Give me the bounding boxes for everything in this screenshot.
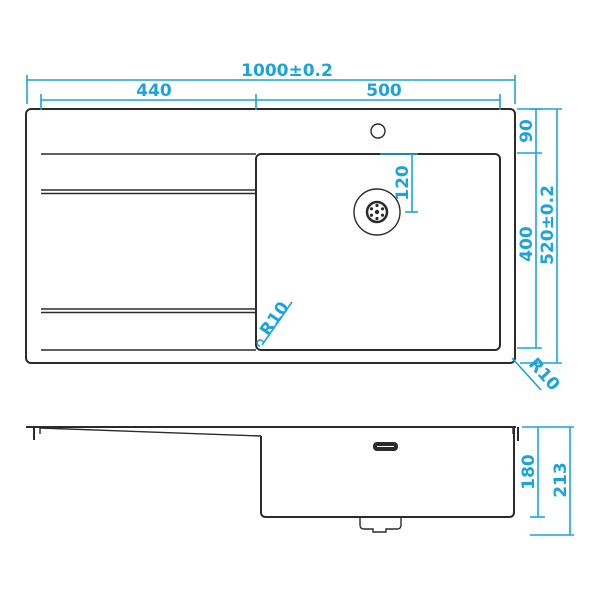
drain-body <box>359 517 402 533</box>
dimension-side-bowl-depth: 180 <box>519 426 545 518</box>
inner-radius-label: R10 <box>256 298 294 340</box>
circle-icon <box>370 123 386 139</box>
drain-offset-label: 120 <box>393 165 413 201</box>
drain-strainer-icon <box>353 188 401 236</box>
side-overall-height-label: 213 <box>551 462 571 498</box>
dimension-side-overall-height: 213 <box>530 426 574 536</box>
dimension-overall-width: 1000±0.2 <box>26 61 516 104</box>
dimension-drainboard-width: 440 <box>40 81 257 110</box>
dimension-drain-offset: 120 <box>380 153 418 213</box>
bowl-depth-label: 400 <box>517 226 537 262</box>
dimension-outer-radius: R10 <box>511 354 564 395</box>
dimension-bowl-width: 500 <box>256 81 501 110</box>
dimension-inner-radius: R10 <box>256 298 294 347</box>
dimension-tap-hole-offset: 90 <box>517 108 542 154</box>
top-view: 1000±0.2 440 500 120 R10 <box>25 61 564 395</box>
drainboard-width-label: 440 <box>136 81 172 101</box>
tap-hole-offset-label: 90 <box>517 119 537 143</box>
dimension-bowl-depth: 400 <box>517 153 542 349</box>
drainboard <box>41 153 256 351</box>
side-bowl-depth-label: 180 <box>519 454 539 490</box>
bowl-profile <box>260 428 515 518</box>
overall-width-label: 1000±0.2 <box>241 61 333 81</box>
bowl-width-label: 500 <box>366 81 402 101</box>
sink-outer-outline <box>25 108 516 364</box>
side-view: 180 213 <box>26 426 574 536</box>
dimension-overall-depth: 520±0.2 <box>520 108 562 364</box>
sink-bowl-outline <box>255 153 501 351</box>
overall-depth-label: 520±0.2 <box>538 185 558 265</box>
